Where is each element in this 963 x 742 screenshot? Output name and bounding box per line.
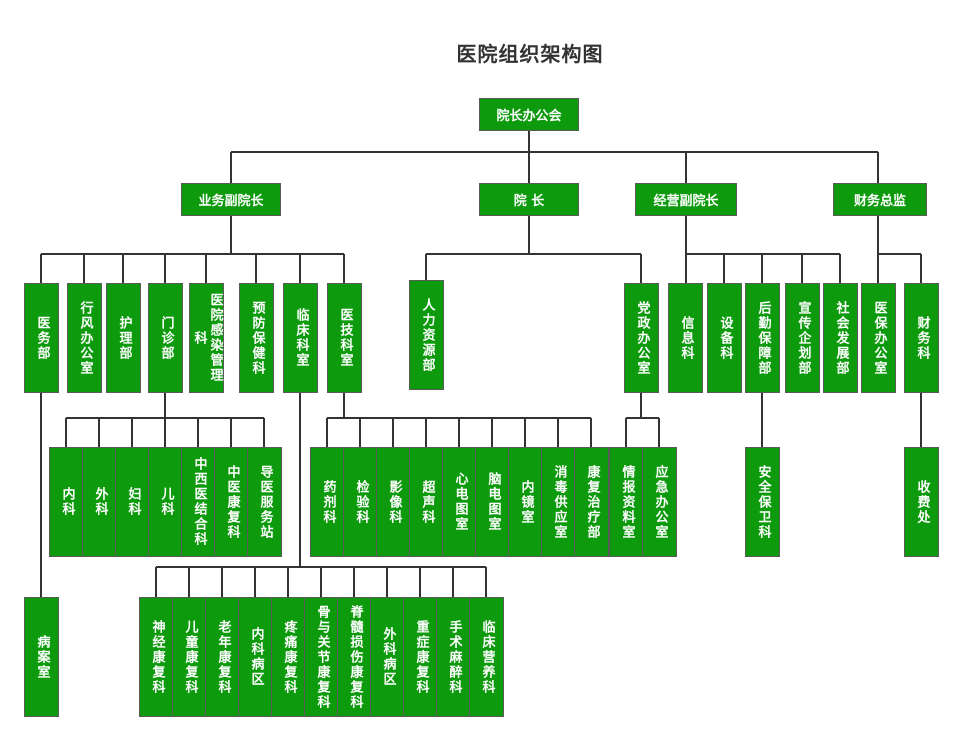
node-clinical-depts: 临床科室 — [283, 283, 318, 393]
node-conduct-office: 行风办公室 — [67, 283, 102, 393]
node-medical-records: 病案室 — [24, 597, 59, 717]
node-finance-director: 财务总监 — [833, 183, 927, 216]
node-information: 信息科 — [668, 283, 703, 393]
node-surgical-ward: 外科病区 — [370, 597, 405, 717]
node-ecg-room: 心电图室 — [442, 447, 477, 557]
node-equipment: 设备科 — [707, 283, 742, 393]
node-anesthesia: 手术麻醉科 — [436, 597, 471, 717]
node-rehab-therapy: 康复治疗部 — [574, 447, 609, 557]
node-logistics: 后勤保障部 — [745, 283, 780, 393]
chart-title: 医院组织架构图 — [456, 42, 604, 66]
node-child-rehab: 儿童康复科 — [172, 597, 207, 717]
node-sterile-supply: 消毒供应室 — [541, 447, 576, 557]
node-outpatient: 门诊部 — [148, 283, 183, 393]
node-surgery: 外科 — [82, 447, 117, 557]
node-infection-control: 医院感染管理科 — [189, 283, 224, 393]
node-gynecology: 妇科 — [115, 447, 150, 557]
node-intel-archives: 情报资料室 — [609, 447, 644, 557]
node-medical-tech: 医技科室 — [327, 283, 362, 393]
node-critical-rehab: 重症康复科 — [403, 597, 438, 717]
node-internal-med: 内科 — [49, 447, 84, 557]
node-integrated-med: 中西医结合科 — [181, 447, 216, 557]
node-preventive-care: 预防保健科 — [239, 283, 274, 393]
node-pharmacy: 药剂科 — [310, 447, 345, 557]
node-human-resources: 人力资源部 — [409, 280, 444, 390]
node-billing: 收费处 — [904, 447, 939, 557]
node-director-office: 院长办公会 — [479, 98, 579, 131]
node-guide-station: 导医服务站 — [247, 447, 282, 557]
node-endoscopy: 内镜室 — [508, 447, 543, 557]
node-spinal-rehab: 脊髓损伤康复科 — [337, 597, 372, 717]
node-tcm-rehab: 中医康复科 — [214, 447, 249, 557]
node-vp-operations: 经营副院长 — [635, 183, 737, 216]
node-publicity: 宣传企划部 — [785, 283, 820, 393]
node-elderly-rehab: 老年康复科 — [205, 597, 240, 717]
node-imaging: 影像科 — [376, 447, 411, 557]
node-security: 安全保卫科 — [745, 447, 780, 557]
node-internal-ward: 内科病区 — [238, 597, 273, 717]
node-nursing: 护理部 — [106, 283, 141, 393]
node-social-dev: 社会发展部 — [823, 283, 858, 393]
node-ultrasound: 超声科 — [409, 447, 444, 557]
node-eeg-room: 脑电图室 — [475, 447, 510, 557]
node-pediatrics: 儿科 — [148, 447, 183, 557]
node-pain-rehab: 疼痛康复科 — [271, 597, 306, 717]
node-vp-business: 业务副院长 — [181, 183, 281, 216]
node-neuro-rehab: 神经康复科 — [139, 597, 174, 717]
node-emergency-office: 应急办公室 — [642, 447, 677, 557]
node-insurance-office: 医保办公室 — [861, 283, 896, 393]
node-medical-affairs: 医务部 — [24, 283, 59, 393]
node-finance-dept: 财务科 — [904, 283, 939, 393]
node-laboratory: 检验科 — [343, 447, 378, 557]
node-president: 院 长 — [479, 183, 579, 216]
node-bone-joint-rehab: 骨与关节康复科 — [304, 597, 339, 717]
node-party-office: 党政办公室 — [624, 283, 659, 393]
node-clinical-nutrition: 临床营养科 — [469, 597, 504, 717]
